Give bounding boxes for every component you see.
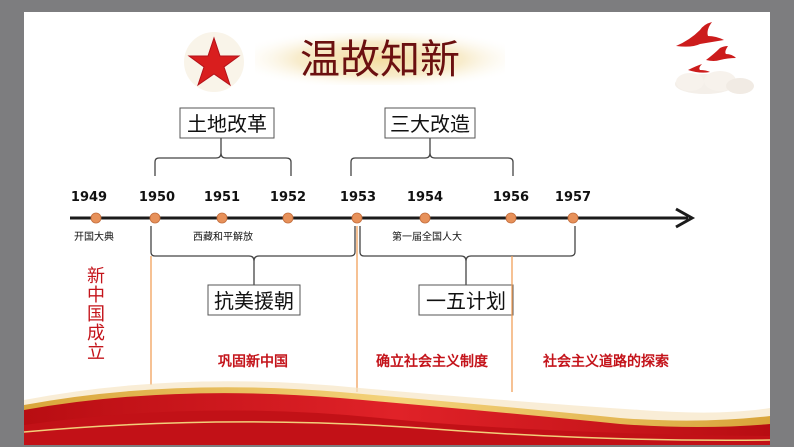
side-label-text: 新中国成立: [87, 266, 105, 363]
timeline-arrow-icon: [675, 207, 696, 229]
event-1951: 西藏和平解放: [193, 230, 253, 243]
dove-icon: [676, 22, 736, 73]
dot-1957: [567, 212, 579, 224]
three-transformations-label: 三大改造: [390, 112, 470, 136]
resist-aid-label: 抗美援朝: [214, 289, 294, 313]
land-reform-box: [179, 107, 275, 139]
year-1952: 1952: [270, 190, 306, 205]
year-1950: 1950: [139, 190, 175, 205]
five-year-plan-label: 一五计划: [426, 289, 506, 313]
cloud-icon: [675, 71, 754, 94]
bottom-ribbon: [23, 381, 771, 445]
three-transformations-bracket: [350, 138, 514, 176]
land-reform-bracket: [154, 138, 292, 176]
resist-aid-bracket: [150, 226, 356, 285]
title-glow: [255, 33, 505, 85]
event-1949: 开国大典: [74, 230, 114, 243]
five-year-plan-bracket: [359, 226, 576, 285]
resist-aid-box: [207, 284, 301, 316]
dot-1953: [351, 212, 363, 224]
title-banner: 温故知新: [255, 33, 505, 85]
year-1951: 1951: [204, 190, 240, 205]
dot-1954: [419, 212, 431, 224]
dot-1950: [149, 212, 161, 224]
year-1957: 1957: [555, 190, 591, 205]
stage-establish: 确立社会主义制度: [376, 353, 489, 370]
year-1953: 1953: [340, 190, 376, 205]
dot-1952: [282, 212, 294, 224]
dot-1949: [90, 212, 102, 224]
year-1956: 1956: [493, 190, 529, 205]
timeline-dots: [90, 212, 579, 224]
stage-explore: 社会主义道路的探索: [542, 353, 669, 370]
dot-1956: [505, 212, 517, 224]
dot-1951: [216, 212, 228, 224]
five-year-plan-box: [418, 284, 514, 316]
side-label: 新中国成立: [87, 266, 105, 363]
event-1954: 第一届全国人大: [392, 230, 462, 243]
year-1954: 1954: [407, 190, 443, 205]
stage-consolidate: 巩固新中国: [218, 353, 288, 370]
year-1949: 1949: [71, 190, 107, 205]
red-star-icon: [184, 32, 244, 92]
page-title: 温故知新: [300, 37, 460, 83]
land-reform-label: 土地改革: [187, 112, 267, 136]
three-transformations-box: [384, 107, 476, 139]
